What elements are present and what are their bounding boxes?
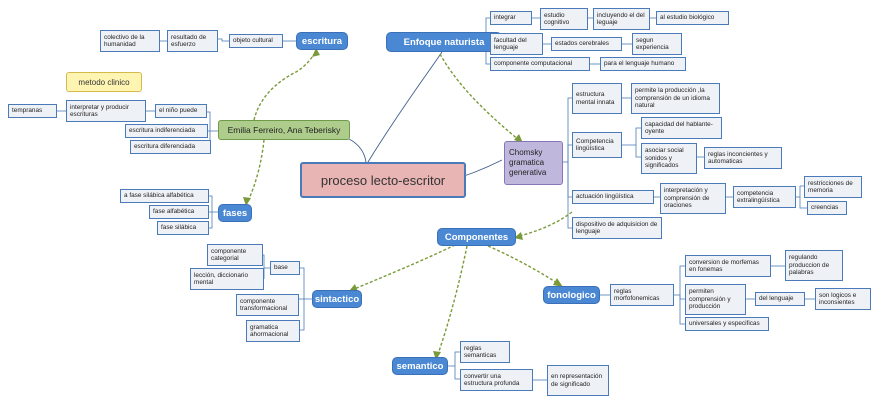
leaf-reglas-inconcientes[interactable]: reglas inconcientes y automaticas [704,147,782,169]
leaf-son-logicos[interactable]: son logicos e inconsientes [815,288,871,310]
leaf-dispositivo[interactable]: dispositivo de adquisicion de lenguaje [572,217,662,239]
leaf-fase-alfabetica[interactable]: fase alfabética [149,205,209,219]
leaf-del-lenguaje[interactable]: del lenguaje [755,292,805,306]
leaf-objeto-cultural[interactable]: objeto cultural [229,34,283,48]
leaf-componente-categorial[interactable]: componente categorial [207,244,263,266]
topic-escritura[interactable]: escritura [296,32,348,50]
topic-sintactico[interactable]: sintactico [312,290,362,308]
topic-componentes[interactable]: Componentes [437,228,516,246]
topic-enfoque-naturista[interactable]: Enfoque naturista [386,32,502,52]
leaf-competencia-extralinguistica[interactable]: competencia extralingüística [733,186,796,208]
leaf-para-lenguaje-humano[interactable]: para el lenguaje humano [600,57,686,71]
leaf-asociar-social[interactable]: asociar social sonidos y significados [641,143,697,174]
leaf-fase-silabica-alfabetica[interactable]: a fase silábica alfabética [120,189,209,203]
leaf-fase-silabica[interactable]: fase silábica [157,221,209,235]
topic-emilia-ferreiro[interactable]: Emilia Ferreiro, Ana Teberisky [218,120,350,140]
leaf-universales[interactable]: universales y especificas [685,317,769,331]
leaf-base[interactable]: base [270,261,300,275]
leaf-interpretar-producir[interactable]: interpretar y producir escrituras [66,100,146,122]
leaf-resultado-esfuerzo[interactable]: resultado de esfuerzo [167,30,218,52]
leaf-interpretacion-comprension[interactable]: interpretación y comprensión de oracione… [660,183,726,214]
leaf-reglas-morfofonemicas[interactable]: reglas morfofonemicas [610,284,674,306]
leaf-capacidad-hablante[interactable]: capacidad del hablante-oyente [641,117,722,139]
topic-chomsky[interactable]: Chomsky gramatica generativa [504,141,563,185]
leaf-componente-transformacional[interactable]: componente transformacional [236,294,299,316]
topic-fases[interactable]: fases [218,204,252,222]
leaf-competencia-linguistica[interactable]: Competencia lingüística [572,132,622,158]
central-topic[interactable]: proceso lecto-escritor [300,162,466,198]
leaf-actuacion-linguistica[interactable]: actuación lingüística [572,190,654,204]
leaf-estados-cerebrales[interactable]: estados cerebrales [551,37,622,51]
leaf-restricciones-memoria[interactable]: restricciones de memoria [804,176,862,198]
leaf-escritura-indiferenciada[interactable]: escritura indiferenciada [125,124,208,138]
leaf-leccion-diccionario[interactable]: lección, diccionario mental [190,268,264,290]
leaf-segun-experiencia[interactable]: segun experiencia [632,33,682,55]
leaf-convertir-estructura[interactable]: convertir una estructura profunda [460,369,533,391]
leaf-representacion-significado[interactable]: en representación de significado [547,365,609,396]
leaf-tempranas[interactable]: tempranas [8,104,57,118]
leaf-estudio-cognitivo[interactable]: estudio cognitivo [540,8,588,30]
leaf-permite-produccion[interactable]: permite la producción ,la comprensión de… [631,83,720,114]
leaf-estructura-mental[interactable]: estructura mental innata [572,83,622,114]
leaf-gramatica-ahormacional[interactable]: gramatica ahormacional [246,320,300,342]
topic-fonologico[interactable]: fonologico [543,286,600,304]
leaf-reglas-semanticas[interactable]: reglas semanticas [460,341,510,363]
leaf-el-nino-puede[interactable]: el niño puede [155,104,207,118]
leaf-creencias[interactable]: creencias [807,201,847,215]
leaf-conversion-morfemas[interactable]: conversion de morfemas en fonemas [685,255,771,277]
note-metodo-clinico[interactable]: metodo clinico [66,72,142,92]
leaf-incluyendo-lenguaje[interactable]: incluyendo el del leguaje [593,8,650,30]
topic-semantico[interactable]: semantico [392,357,448,375]
leaf-regulando-produccion[interactable]: regulando produccion de palabras [785,250,843,281]
leaf-facultad-lenguaje[interactable]: facultad del lenguaje [490,33,543,55]
leaf-componente-computacional[interactable]: componente computacional [490,57,590,71]
leaf-colectivo-humanidad[interactable]: colectivo de la humanidad [100,30,160,52]
leaf-permiten-comprension[interactable]: permiten comprensión y producción [685,284,746,315]
leaf-integrar[interactable]: integrar [490,11,532,25]
leaf-estudio-biologico[interactable]: al estudio biológico [656,11,729,25]
leaf-escritura-diferenciada[interactable]: escritura diferenciada [130,140,211,154]
